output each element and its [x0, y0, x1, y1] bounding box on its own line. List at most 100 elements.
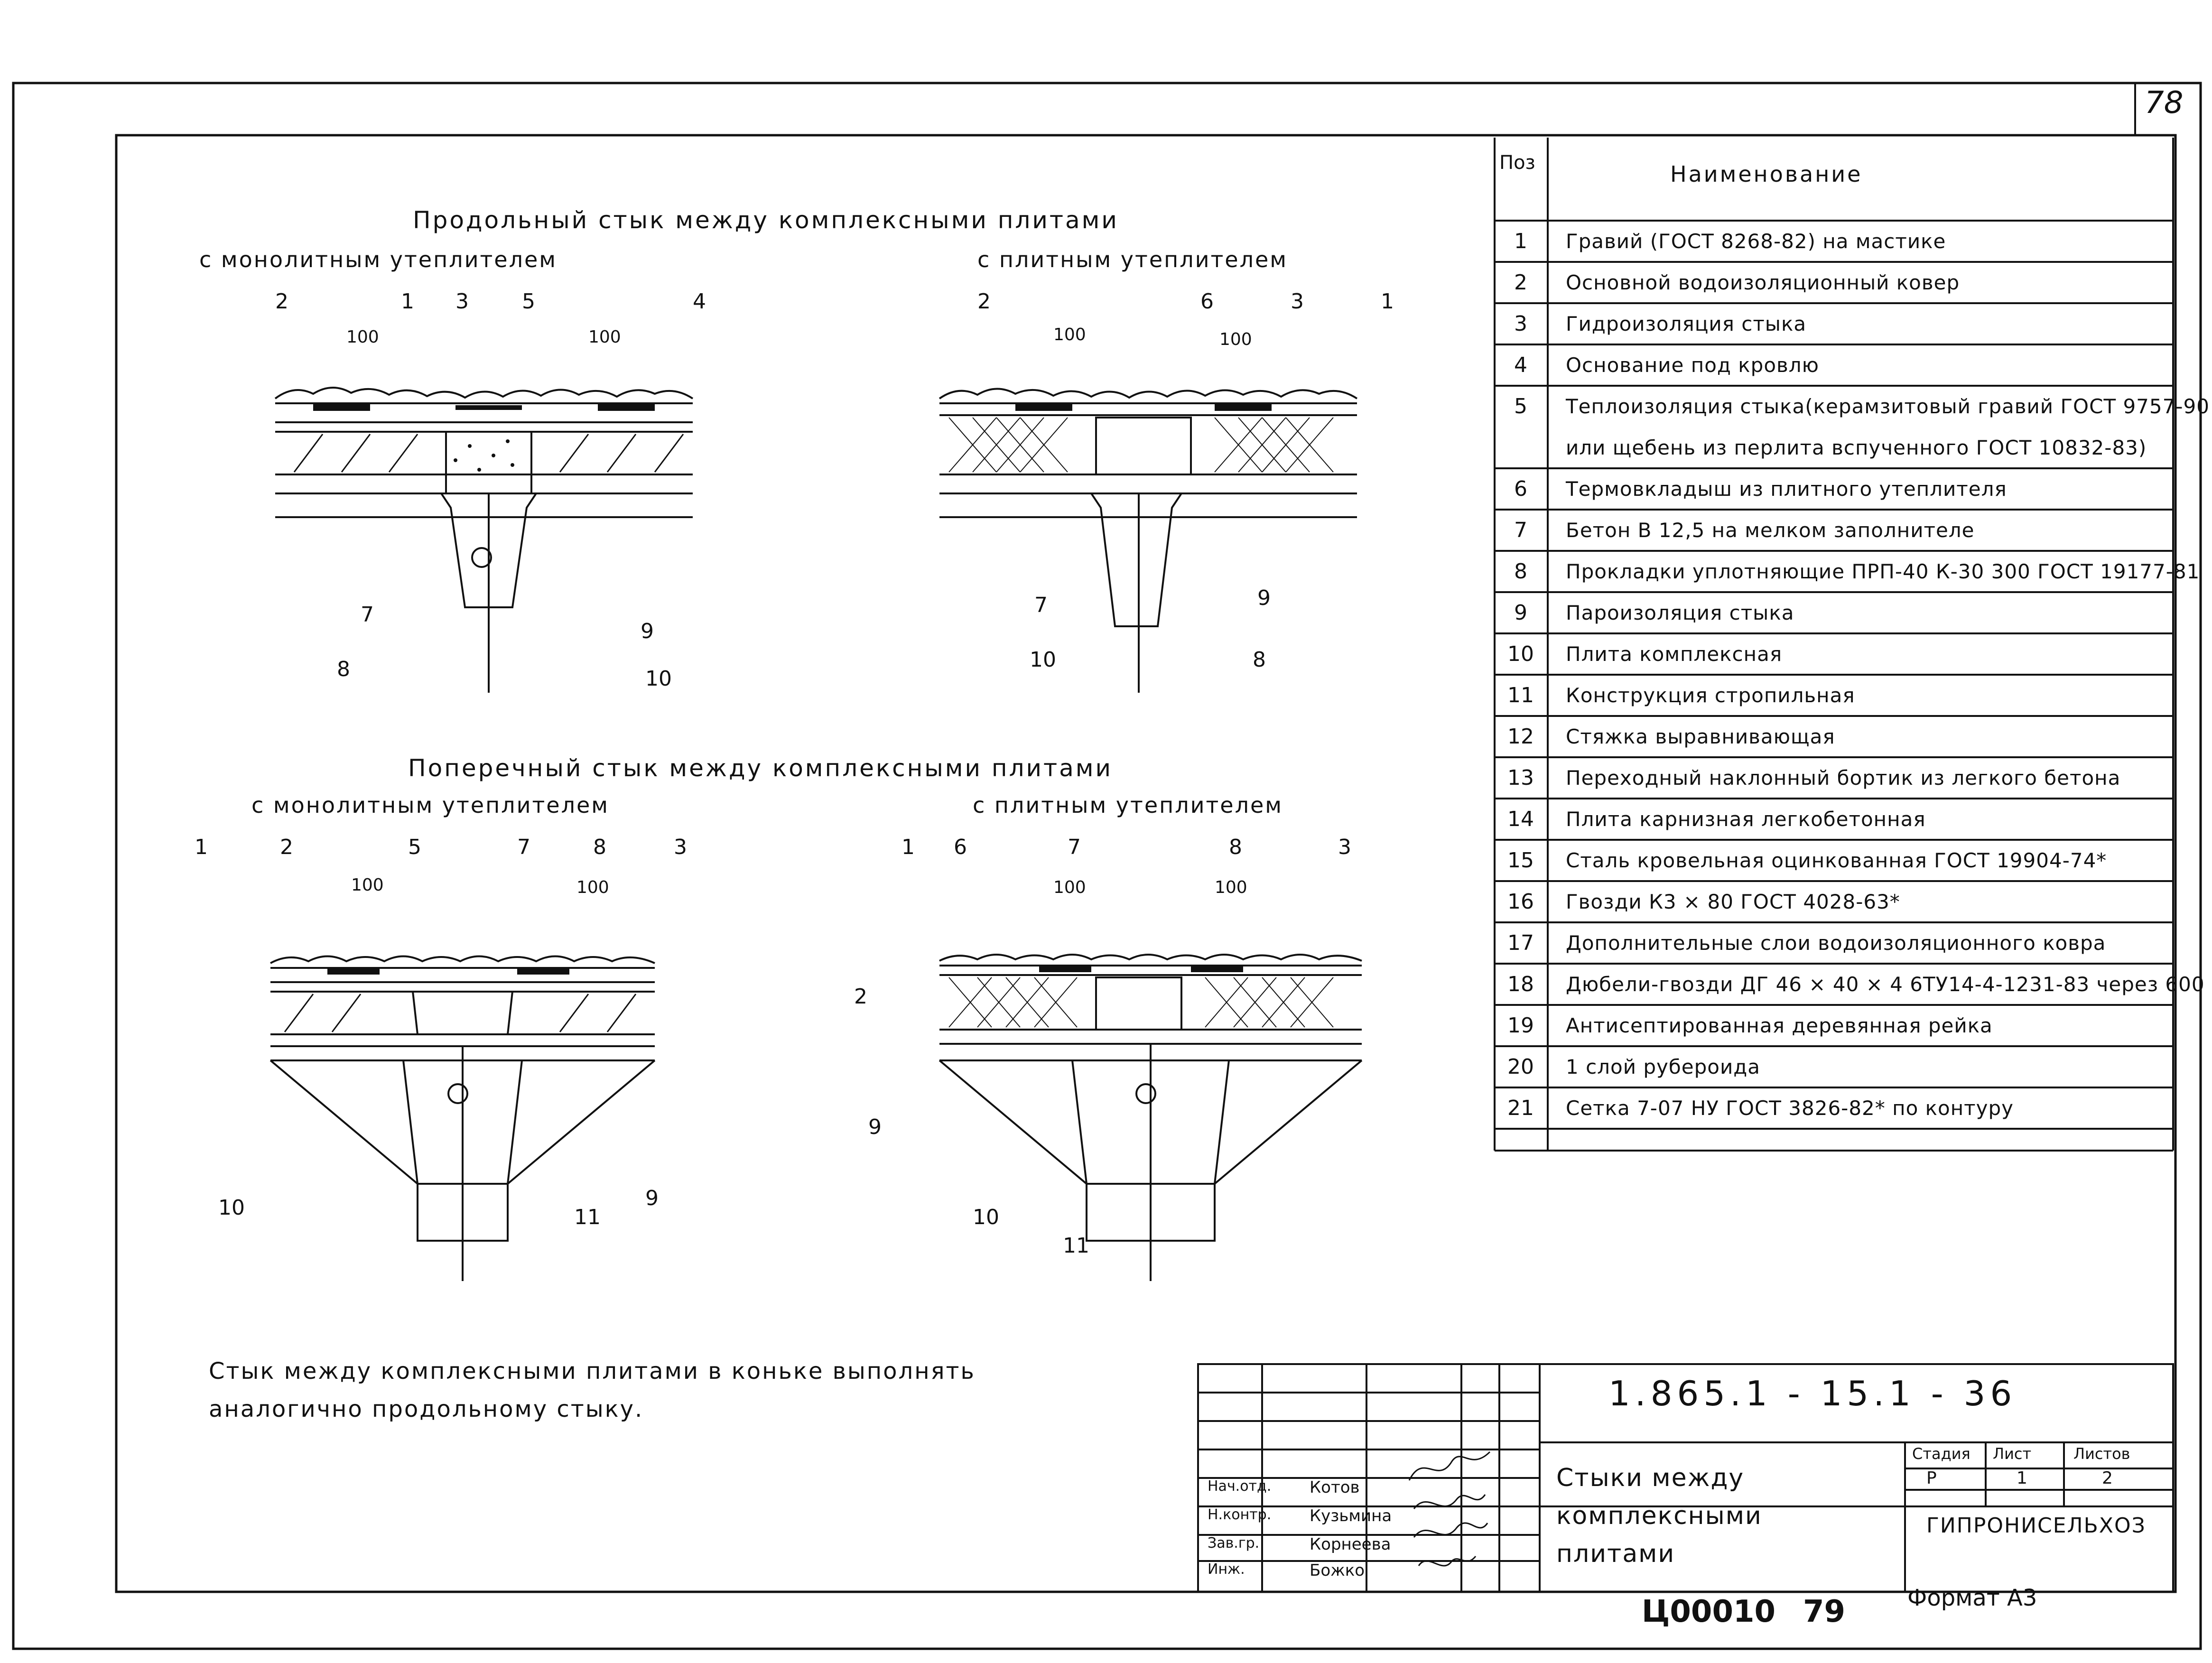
spec-row-divider	[1495, 1087, 2173, 1088]
spec-pos: 20	[1507, 1055, 1534, 1079]
spec-name: Плита карнизная легкобетонная	[1566, 808, 1926, 831]
spec-row: 17 Дополнительные слои водоизоляционного …	[1495, 922, 2173, 964]
spec-row-divider	[1495, 1004, 2173, 1006]
spec-row-divider	[1495, 756, 2173, 758]
spec-name: или щебень из перлита вспученного ГОСТ 1…	[1566, 436, 2147, 459]
callout-label: 9	[868, 1115, 882, 1139]
spec-row: 6 Термовкладыш из плитного утеплителя	[1495, 468, 2173, 510]
spec-name: Сталь кровельная оцинкованная ГОСТ 19904…	[1566, 849, 2107, 872]
callout-label: 11	[574, 1205, 601, 1229]
spec-table-grid	[1494, 138, 2174, 1152]
spec-pos: 12	[1507, 725, 1534, 749]
callout-label: 7	[1068, 835, 1081, 859]
dimension-label: 100	[351, 875, 384, 895]
spec-row-divider	[1495, 509, 2173, 511]
spec-row-divider	[1495, 591, 2173, 593]
transverse-joint-title: Поперечный стык между комплексными плита…	[408, 754, 1113, 782]
callout-label: 8	[593, 835, 606, 859]
detail-transverse-slab	[939, 954, 1363, 1281]
dimension-label: 100	[1053, 325, 1086, 344]
spec-name: Пароизоляция стыка	[1566, 601, 1794, 624]
callout-label: 1	[1381, 289, 1394, 314]
callout-label: 8	[1229, 835, 1242, 859]
spec-name: Плита комплексная	[1566, 642, 1783, 666]
spec-name: Гравий (ГОСТ 8268-82) на мастике	[1566, 230, 1946, 253]
dimension-label: 100	[576, 878, 609, 897]
spec-row: 10 Плита комплексная	[1495, 633, 2173, 675]
spec-pos: 16	[1507, 890, 1534, 914]
spec-pos: 17	[1507, 931, 1534, 955]
staff-role: Н.контр.	[1208, 1506, 1272, 1523]
callout-label: 3	[1338, 835, 1351, 859]
sheet-number: 78	[2145, 85, 2184, 121]
spec-row-divider	[1495, 344, 2173, 345]
callout-label: 6	[1200, 289, 1214, 314]
spec-row-divider	[1495, 839, 2173, 841]
stage-value: Р	[1926, 1468, 1937, 1488]
archive-page: 79	[1803, 1594, 1846, 1629]
spec-name: Антисептированная деревянная рейка	[1566, 1014, 1993, 1037]
spec-row-divider	[1495, 1045, 2173, 1047]
spec-name: Основание под кровлю	[1566, 353, 1819, 377]
sheet-label: Лист	[1993, 1445, 2032, 1463]
callout-label: 3	[455, 289, 469, 314]
callout-label: 3	[1291, 289, 1304, 314]
staff-role: Нач.отд.	[1208, 1478, 1272, 1495]
callout-label: 11	[1063, 1234, 1089, 1258]
note-text: Стык между комплексными плитами в коньке…	[209, 1358, 976, 1422]
detail-longitudinal-monolithic	[274, 387, 694, 693]
spec-pos: 10	[1507, 642, 1534, 666]
staff-name: Божко	[1310, 1561, 1365, 1580]
spec-row-divider	[1495, 550, 2173, 552]
spec-pos: 6	[1514, 477, 1527, 501]
longitudinal-slab-subtitle: с плитным утеплителем	[977, 247, 1288, 272]
callout-label: 5	[522, 289, 535, 314]
transverse-monolithic-subtitle: с монолитным утеплителем	[251, 792, 609, 818]
spec-pos: 13	[1507, 766, 1534, 790]
callout-label: 6	[954, 835, 967, 859]
spec-pos: 18	[1507, 972, 1534, 996]
spec-name: Теплоизоляция стыка(керамзитовый гравий …	[1566, 395, 2210, 418]
spec-row-divider	[1495, 302, 2173, 304]
staff-role: Инж.	[1208, 1561, 1245, 1578]
detail-longitudinal-slab	[939, 388, 1358, 693]
spec-pos: 14	[1507, 807, 1534, 831]
spec-pos: 4	[1514, 353, 1527, 377]
staff-name: Кузьмина	[1310, 1506, 1392, 1525]
callout-label: 10	[973, 1205, 999, 1229]
spec-pos: 7	[1514, 518, 1527, 542]
spec-row-divider	[1495, 674, 2173, 676]
spec-row-divider	[1495, 880, 2173, 882]
spec-name: Термовкладыш из плитного утеплителя	[1566, 477, 2007, 501]
spec-pos: 8	[1514, 559, 1527, 584]
spec-header-name: Наименование	[1670, 161, 1863, 187]
spec-row-divider	[1495, 385, 2173, 387]
staff-role: Зав.гр.	[1208, 1535, 1260, 1552]
spec-row-divider	[1495, 921, 2173, 923]
spec-pos: 19	[1507, 1013, 1534, 1038]
dimension-label: 100	[588, 327, 621, 347]
spec-header-pos: Поз	[1499, 152, 1535, 174]
spec-name: Дополнительные слои водоизоляционного ко…	[1566, 931, 2106, 955]
callout-label: 5	[408, 835, 421, 859]
spec-pos: 11	[1507, 683, 1534, 707]
callout-label: 1	[195, 835, 208, 859]
callout-label: 2	[275, 289, 288, 314]
callout-label: 2	[854, 985, 867, 1009]
signatures	[1408, 1451, 1491, 1567]
spec-pos: 3	[1514, 312, 1527, 336]
spec-row-divider	[1495, 798, 2173, 799]
longitudinal-joint-title: Продольный стык между комплексными плита…	[413, 206, 1119, 234]
spec-name: Гидроизоляция стыка	[1566, 312, 1807, 335]
spec-name: 1 слой рубероида	[1566, 1055, 1761, 1078]
spec-row: 18 Дюбели-гвозди ДГ 46 × 40 × 4 6ТУ14-4-1…	[1495, 964, 2205, 1005]
spec-name: Дюбели-гвозди ДГ 46 × 40 × 4 6ТУ14-4-123…	[1566, 973, 2205, 996]
dimension-label: 100	[1219, 330, 1252, 349]
spec-row: 20 1 слой рубероида	[1495, 1046, 2173, 1087]
spec-pos: 2	[1514, 270, 1527, 295]
staff-name: Корнеева	[1310, 1535, 1391, 1554]
